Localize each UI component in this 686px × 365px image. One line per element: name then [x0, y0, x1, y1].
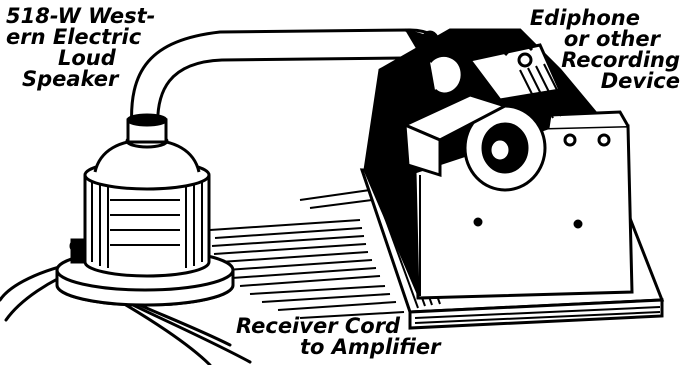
label-loud-speaker: 518-W West- ern Electric Loud Speaker: [4, 6, 155, 90]
label-line: Speaker: [22, 69, 155, 90]
label-line: Device: [530, 71, 680, 92]
label-line: ern Electric: [6, 27, 155, 48]
label-line: or other: [530, 29, 660, 50]
label-line: Ediphone: [530, 8, 640, 29]
label-line: Recording: [530, 50, 680, 71]
label-receiver-cord: Receiver Cord to Amplifier: [236, 316, 440, 358]
loud-speaker: [57, 115, 233, 305]
label-line: to Amplifier: [300, 337, 440, 358]
label-line: Loud: [58, 48, 155, 69]
label-recording-device: Ediphone or other Recording Device: [530, 8, 680, 92]
label-line: 518-W West-: [6, 6, 155, 27]
label-line: Receiver Cord: [236, 316, 440, 337]
